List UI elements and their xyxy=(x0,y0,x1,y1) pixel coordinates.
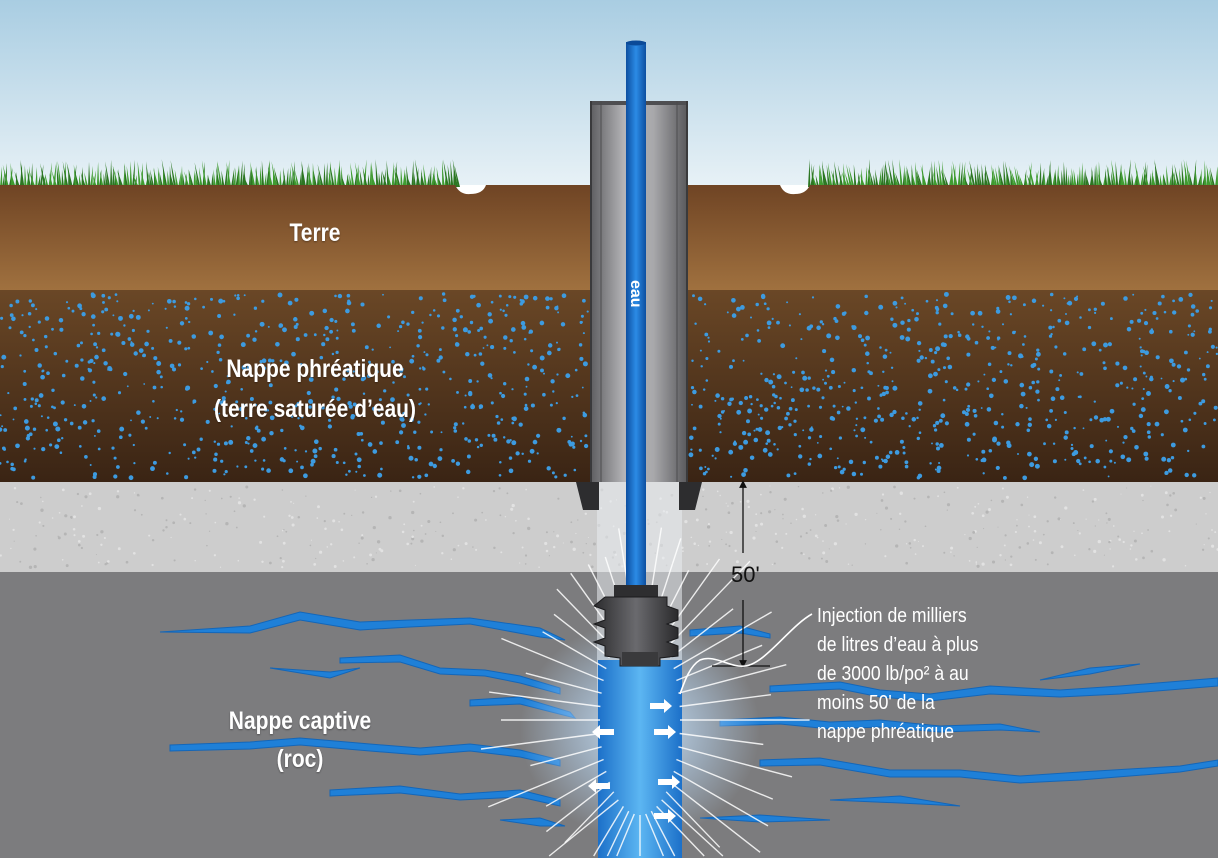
grass-layer xyxy=(0,159,1218,187)
soil-label: Terre xyxy=(289,219,341,247)
confined-label-line1: Nappe captive xyxy=(228,707,372,735)
callout-line-1: Injection de milliers xyxy=(817,605,967,627)
packer-plug xyxy=(592,585,679,667)
callout-text: Injection de milliers de litres d’eau à … xyxy=(817,602,1000,747)
water-table-label-line2: (terre saturée d’eau) xyxy=(214,395,416,423)
pressure-arrows xyxy=(588,699,680,823)
depth-label: 50' xyxy=(731,562,760,587)
callout-line-3: de 3000 lb/po² à au xyxy=(817,663,969,685)
confined-label-line2: (roc) xyxy=(276,745,324,773)
callout-line-5: nappe phréatique xyxy=(817,721,955,743)
callout-line-4: moins 50' de la xyxy=(817,692,935,714)
water-pipe xyxy=(626,42,646,588)
callout-leader xyxy=(679,613,813,695)
casing-shoe-right xyxy=(679,482,702,510)
pipe-label: eau xyxy=(627,280,644,308)
water-table-label-line1: Nappe phréatique xyxy=(226,355,404,383)
casing-shoe-left xyxy=(576,482,599,510)
callout-line-2: de litres d’eau à plus xyxy=(817,634,979,656)
water-pipe-top xyxy=(626,40,646,46)
fractures xyxy=(159,611,1218,827)
water-droplets xyxy=(0,291,1218,481)
